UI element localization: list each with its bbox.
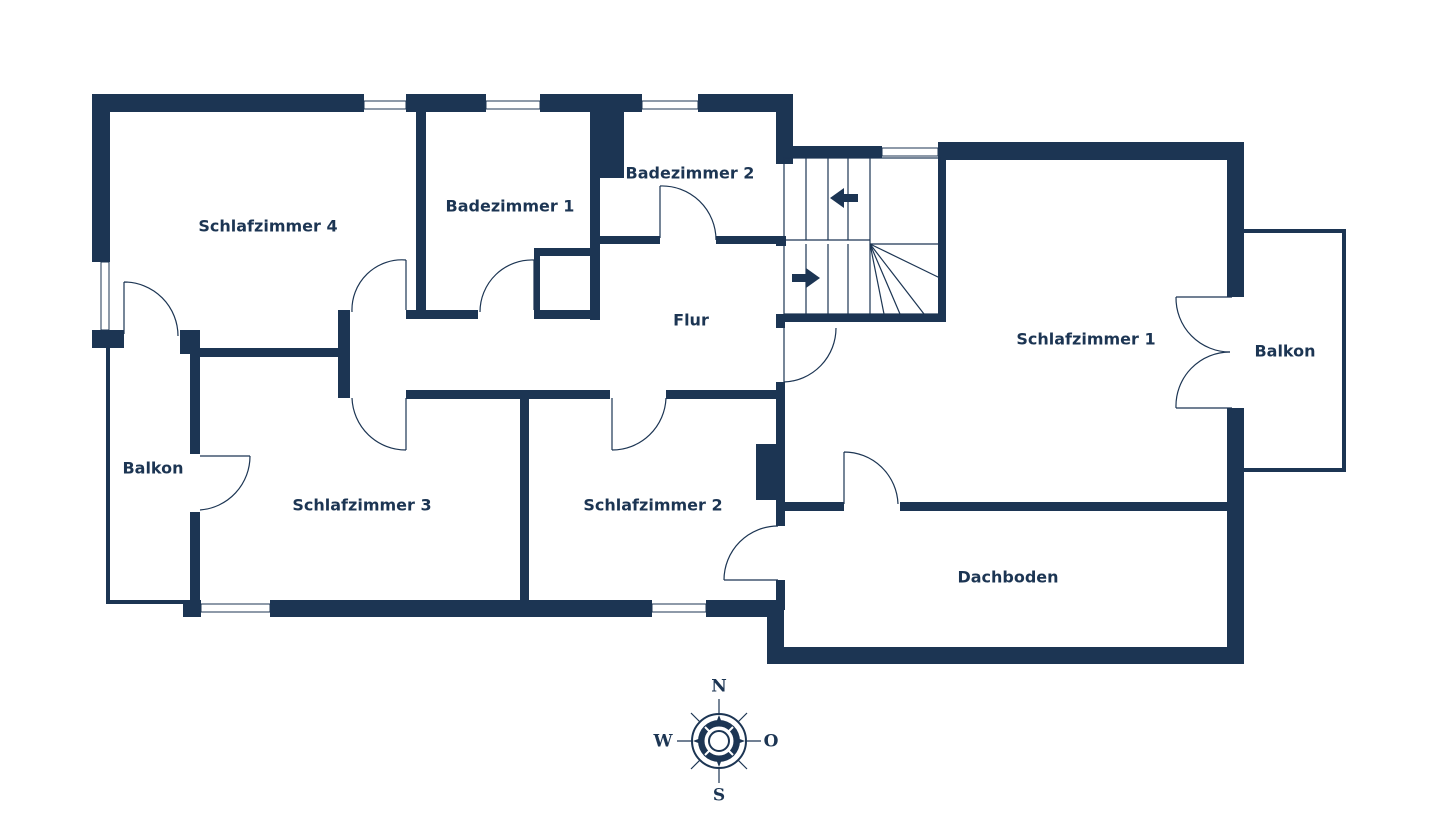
room-labels: Schlafzimmer 4 Badezimmer 1 Badezimmer 2…	[122, 164, 1315, 587]
walls	[92, 94, 1346, 664]
label-balkon-right: Balkon	[1254, 342, 1315, 361]
compass-west-label: W	[652, 732, 673, 752]
compass-east-label: O	[764, 732, 779, 752]
label-dachboden: Dachboden	[957, 568, 1058, 587]
label-schlafzimmer-2: Schlafzimmer 2	[583, 496, 722, 515]
staircase	[783, 157, 941, 315]
label-schlafzimmer-4: Schlafzimmer 4	[198, 217, 337, 236]
compass-south-label: S	[713, 786, 725, 806]
label-schlafzimmer-1: Schlafzimmer 1	[1016, 330, 1155, 349]
compass-north-label: N	[711, 677, 727, 697]
compass-rose-icon	[677, 699, 761, 783]
stair-arrow-left-icon	[830, 188, 858, 208]
label-schlafzimmer-3: Schlafzimmer 3	[292, 496, 431, 515]
stair-arrow-right-icon	[792, 268, 820, 288]
label-badezimmer-2: Badezimmer 2	[626, 164, 755, 183]
label-badezimmer-1: Badezimmer 1	[446, 197, 575, 216]
label-flur: Flur	[673, 311, 709, 330]
doors	[123, 185, 1232, 581]
label-balkon-left: Balkon	[122, 459, 183, 478]
windows	[100, 100, 939, 613]
